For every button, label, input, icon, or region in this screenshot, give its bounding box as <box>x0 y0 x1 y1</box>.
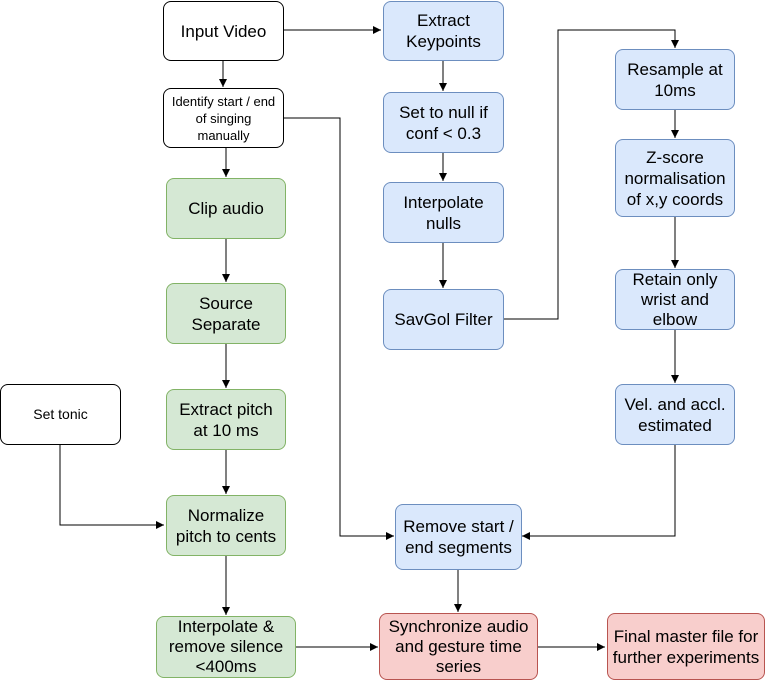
node-savgol-filter: SavGol Filter <box>383 289 504 350</box>
node-set-tonic-label: Set tonic <box>33 406 88 422</box>
node-zscore-label: Z-score normalisation of x,y coords <box>624 147 726 209</box>
arrow-identify-to-remove <box>284 117 394 540</box>
node-identify-singing-label: Identify start / end of singing manually <box>171 93 276 143</box>
node-set-tonic: Set tonic <box>0 384 121 445</box>
arrow-tonic-to-normalize <box>59 445 164 529</box>
node-input-video: Input Video <box>163 1 284 61</box>
node-interpolate-nulls-label: Interpolate nulls <box>403 192 484 233</box>
node-interpolate-nulls: Interpolate nulls <box>383 182 504 243</box>
node-remove-segments: Remove start / end segments <box>395 504 522 570</box>
node-extract-keypoints: Extract Keypoints <box>383 1 504 61</box>
arrow-vel-to-remove <box>522 445 676 540</box>
node-extract-pitch: Extract pitch at 10 ms <box>166 389 286 450</box>
node-interpolate-silence-label: Interpolate & remove silence <400ms <box>168 617 284 676</box>
node-resample: Resample at 10ms <box>615 49 735 110</box>
node-resample-label: Resample at 10ms <box>627 59 723 100</box>
node-clip-audio-label: Clip audio <box>188 199 264 218</box>
node-extract-pitch-label: Extract pitch at 10 ms <box>179 399 273 440</box>
node-final-master: Final master file for further experiment… <box>607 613 765 680</box>
node-zscore: Z-score normalisation of x,y coords <box>615 139 735 217</box>
node-input-video-label: Input Video <box>180 21 267 41</box>
node-source-separate: Source Separate <box>166 283 286 344</box>
node-clip-audio: Clip audio <box>166 178 286 239</box>
node-extract-keypoints-label: Extract Keypoints <box>406 11 481 51</box>
node-final-master-label: Final master file for further experiment… <box>612 626 760 667</box>
node-vel-accl: Vel. and accl. estimated <box>615 384 735 445</box>
node-retain-wrist: Retain only wrist and elbow <box>615 269 735 330</box>
node-set-null-label: Set to null if conf < 0.3 <box>399 102 488 143</box>
node-set-null: Set to null if conf < 0.3 <box>383 92 504 153</box>
node-retain-wrist-label: Retain only wrist and elbow <box>632 269 718 329</box>
arrow-savgol-to-resample <box>504 29 679 320</box>
node-normalize-pitch-label: Normalize pitch to cents <box>175 505 277 546</box>
node-savgol-filter-label: SavGol Filter <box>394 310 493 329</box>
node-normalize-pitch: Normalize pitch to cents <box>166 495 286 556</box>
node-synchronize-label: Synchronize audio and gesture time serie… <box>388 616 529 676</box>
node-remove-segments-label: Remove start / end segments <box>403 517 514 557</box>
node-synchronize: Synchronize audio and gesture time serie… <box>379 613 538 680</box>
node-identify-singing: Identify start / end of singing manually <box>163 88 284 148</box>
node-interpolate-silence: Interpolate & remove silence <400ms <box>156 616 296 678</box>
node-vel-accl-label: Vel. and accl. estimated <box>624 394 726 435</box>
node-source-separate-label: Source Separate <box>191 293 261 334</box>
